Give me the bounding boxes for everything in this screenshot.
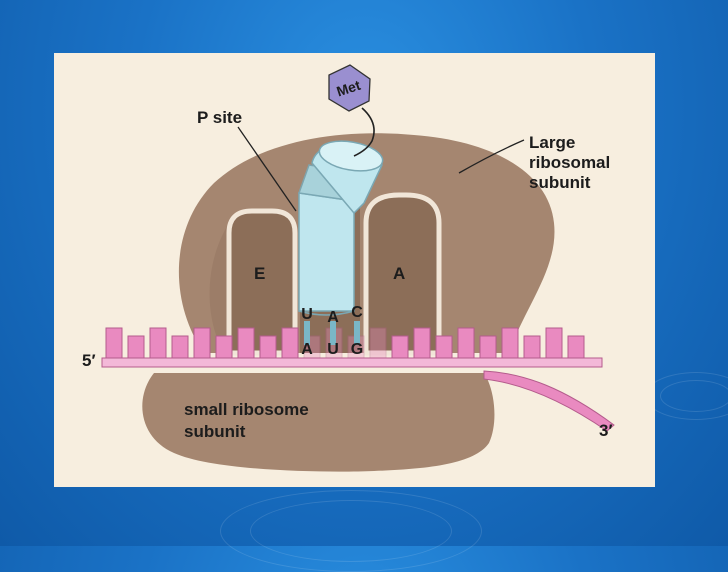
background-ripple xyxy=(220,490,482,572)
anticodon-base-2: A xyxy=(327,309,339,326)
mrna-base xyxy=(259,335,277,359)
met-label: Met xyxy=(334,77,362,100)
anticodon-base-3: C xyxy=(351,304,363,321)
mrna-base xyxy=(479,335,497,359)
mrna-base xyxy=(501,327,519,359)
a-site-slot xyxy=(363,192,442,356)
mrna-base xyxy=(215,335,233,359)
p-site-leader-line xyxy=(237,126,297,212)
mrna-base xyxy=(457,327,475,359)
mrna-base xyxy=(391,335,409,359)
background-ripple xyxy=(645,372,728,420)
mrna-base xyxy=(281,327,299,359)
base-pair-bonds xyxy=(304,321,360,345)
large-subunit-label-line-2: ribosomal xyxy=(529,153,610,172)
small-subunit-label-line-1: small ribosome xyxy=(184,400,309,419)
small-ribosomal-subunit xyxy=(142,373,495,472)
large-subunit-label-line-3: subunit xyxy=(529,173,591,192)
codon-base-1: A xyxy=(301,341,313,358)
mrna-base xyxy=(127,335,145,359)
mrna-base xyxy=(523,335,541,359)
e-site-label: E xyxy=(254,264,265,283)
mrna-base xyxy=(193,327,211,359)
five-prime-label: 5′ xyxy=(82,351,96,370)
large-subunit-leader-line xyxy=(458,139,525,174)
e-site-slot xyxy=(226,208,298,356)
met-stem xyxy=(353,107,375,157)
large-subunit-label-line-1: Large xyxy=(529,133,575,152)
anticodon-base-1: U xyxy=(301,306,313,323)
mrna-base xyxy=(237,327,255,359)
mrna-base xyxy=(105,327,123,359)
mrna-base xyxy=(369,327,387,359)
mrna-backbone xyxy=(101,357,603,368)
mrna-base xyxy=(171,335,189,359)
mrna-tail xyxy=(483,370,615,432)
small-subunit-label-line-2: subunit xyxy=(184,422,246,441)
mrna-base xyxy=(413,327,431,359)
codon-base-2: U xyxy=(327,341,339,358)
three-prime-label: 3′ xyxy=(599,421,613,440)
ribosome-translation-diagram: Met P site Large ribosomal subunit E A U… xyxy=(82,64,615,472)
p-site-label: P site xyxy=(197,108,242,127)
mrna-base xyxy=(567,335,585,359)
diagram-panel: Met P site Large ribosomal subunit E A U… xyxy=(54,53,655,487)
large-subunit-shadow xyxy=(209,223,229,353)
a-site-label: A xyxy=(393,264,405,283)
mrna-base xyxy=(149,327,167,359)
met-hexagon xyxy=(328,64,371,112)
mrna-base xyxy=(545,327,563,359)
trna-molecule xyxy=(297,140,384,316)
mrna-base xyxy=(435,335,453,359)
codon-base-3: G xyxy=(351,341,363,358)
